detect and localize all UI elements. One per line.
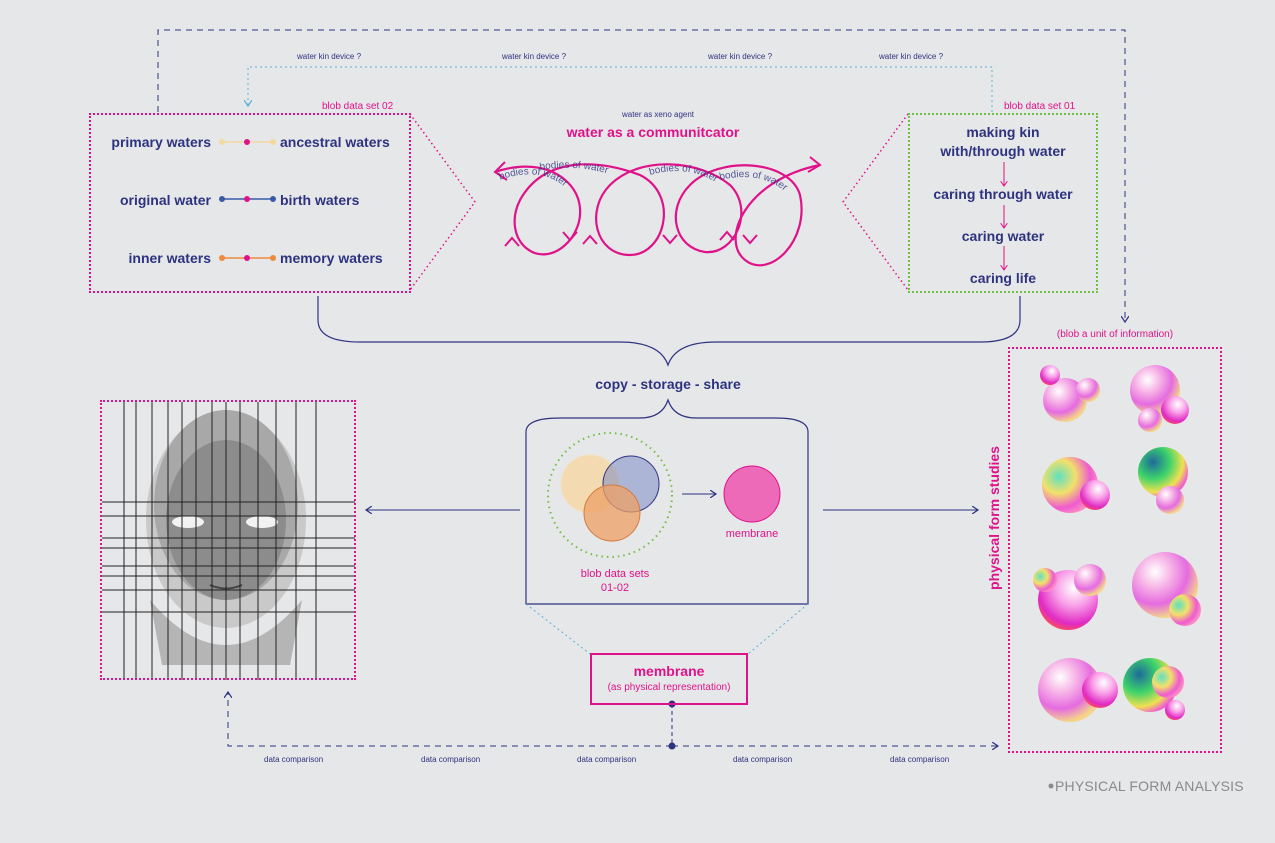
xeno-agent-subtitle: water as xeno agent [621, 110, 695, 119]
blob-data-set-01-title: blob data set 01 [1004, 101, 1076, 112]
water-kin-label-1: water kin device ? [297, 52, 362, 61]
memory-waters-label: memory waters [280, 250, 383, 266]
face-wireframe-image [102, 402, 355, 680]
physical-form-studies-label: physical form studies [986, 446, 1002, 590]
primary-waters-label: primary waters [111, 134, 211, 150]
blob-form-studies [1033, 365, 1201, 722]
data-comparison-label-1: data comparison [264, 755, 324, 764]
physical-form-analysis-footer: PHYSICAL FORM ANALYSIS [1055, 778, 1244, 794]
svg-text:bodies of water: bodies of water [648, 163, 720, 185]
original-water-label: original water [119, 192, 211, 208]
blob-data-set-02-title: blob data set 02 [322, 101, 394, 112]
data-comparison-label-3: data comparison [577, 755, 637, 764]
blob-data-sets-range: 01-02 [600, 582, 630, 594]
copy-storage-share-label: copy - storage - share [595, 376, 741, 392]
birth-waters-label: birth waters [280, 192, 360, 208]
blob-data-set-01-box [908, 113, 1098, 293]
data-comparison-label-2: data comparison [421, 755, 481, 764]
membrane-box-subtitle: (as physical representation) [607, 682, 731, 693]
membrane-box-title: membrane [633, 663, 705, 679]
water-kin-label-4: water kin device ? [879, 52, 944, 61]
blob-data-set-02-box [89, 113, 411, 293]
svg-text:bodies of water: bodies of water [718, 169, 790, 194]
caring-life-step: caring life [969, 270, 1037, 286]
caring-through-water-step: caring through water [933, 186, 1073, 202]
blob-unit-caption: (blob a unit of information) [1056, 329, 1174, 340]
blob-data-sets-label: blob data sets [580, 568, 650, 580]
loop-text-3: bodies of water [648, 163, 720, 185]
physical-form-panel [1008, 347, 1222, 753]
water-kin-label-2: water kin device ? [502, 52, 567, 61]
communicator-title: water as a communitcator [566, 124, 740, 140]
ancestral-waters-label: ancestral waters [280, 134, 390, 150]
membrane-circle-label: membrane [725, 528, 779, 540]
data-comparison-label-4: data comparison [733, 755, 793, 764]
water-kin-label-3: water kin device ? [708, 52, 773, 61]
face-panel [100, 400, 356, 680]
data-comparison-label-5: data comparison [890, 755, 950, 764]
caring-water-step: caring water [961, 228, 1045, 244]
loop-text-4: bodies of water [718, 169, 790, 194]
membrane-box [590, 653, 748, 705]
making-kin-step: making kin with/through water [940, 124, 1066, 159]
inner-waters-label: inner waters [128, 250, 211, 266]
